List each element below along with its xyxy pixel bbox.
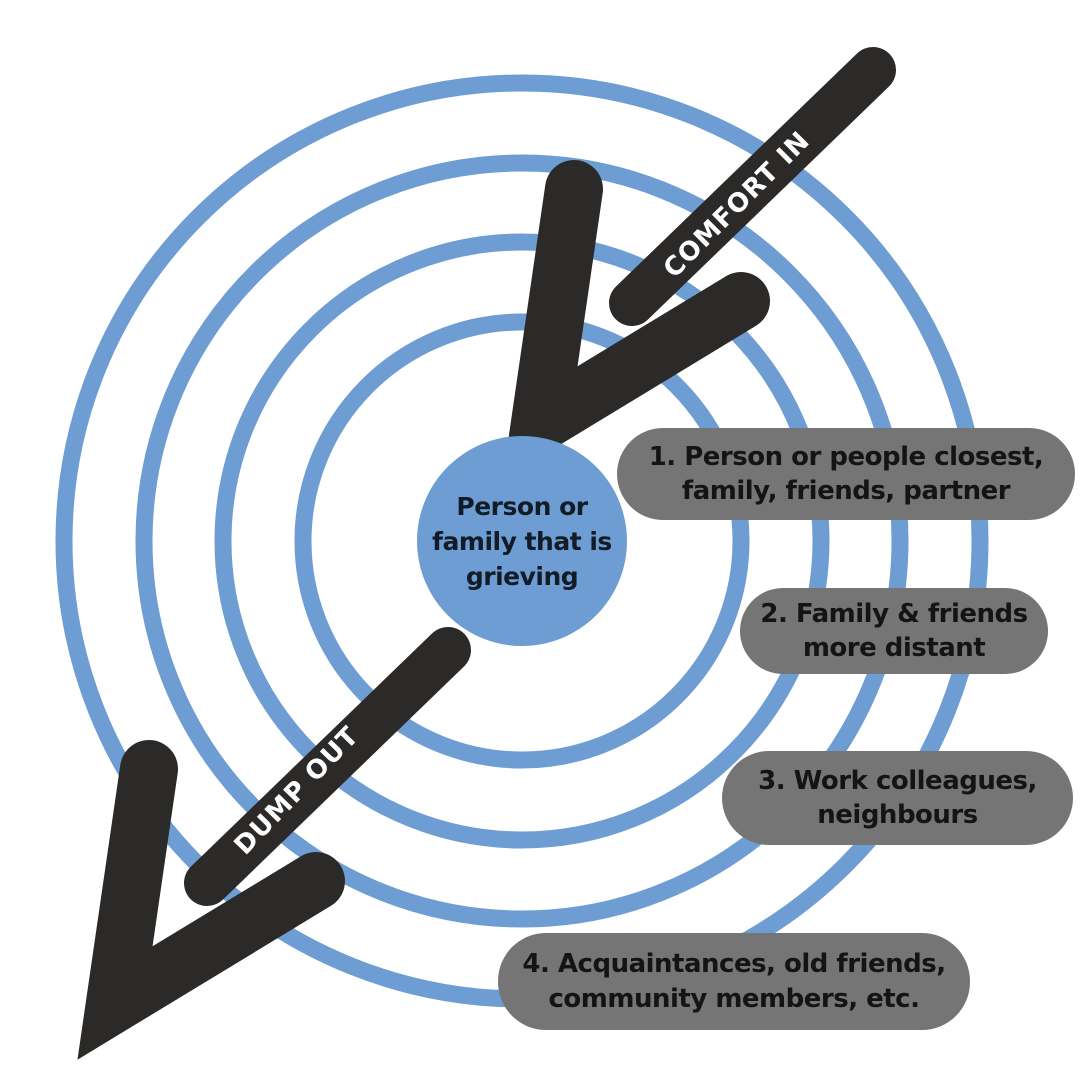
legend-line: 1. Person or people closest, <box>648 441 1044 472</box>
comfort-in-arrow-shaft <box>609 47 896 326</box>
legend-line: community members, etc. <box>548 983 920 1014</box>
legend-line: family, friends, partner <box>681 476 1011 506</box>
legend-line: 4. Acquaintances, old friends, <box>522 949 946 980</box>
center-circle-text-line: grieving <box>465 561 579 591</box>
legend-item-4: 4. Acquaintances, old friends, community… <box>498 933 970 1030</box>
center-circle: Person or family that is grieving <box>417 436 627 646</box>
comfort-in-arrow <box>502 47 896 480</box>
legend-item-3: 3. Work colleagues, neighbours <box>722 751 1073 845</box>
ring-circle-3 <box>135 154 909 928</box>
ring-circle-2 <box>214 233 830 849</box>
comfort-in-arrow-head <box>502 160 770 480</box>
legend-line: neighbours <box>817 800 978 830</box>
dump-out-arrow <box>77 627 471 1060</box>
legend-line: 2. Family & friends <box>760 598 1028 629</box>
center-circle-text-line: Person or <box>456 491 588 521</box>
legend-item-2: 2. Family & friends more distant <box>740 588 1048 674</box>
ring-circle-1 <box>294 313 750 769</box>
legend-line: 3. Work colleagues, <box>758 765 1037 796</box>
dump-out-arrow-head <box>77 740 345 1060</box>
legend-line: more distant <box>802 633 986 663</box>
dump-out-arrow-shaft <box>184 627 471 906</box>
legend-item-1: 1. Person or people closest, family, fri… <box>617 428 1075 520</box>
center-circle-text-line: family that is <box>432 526 612 556</box>
